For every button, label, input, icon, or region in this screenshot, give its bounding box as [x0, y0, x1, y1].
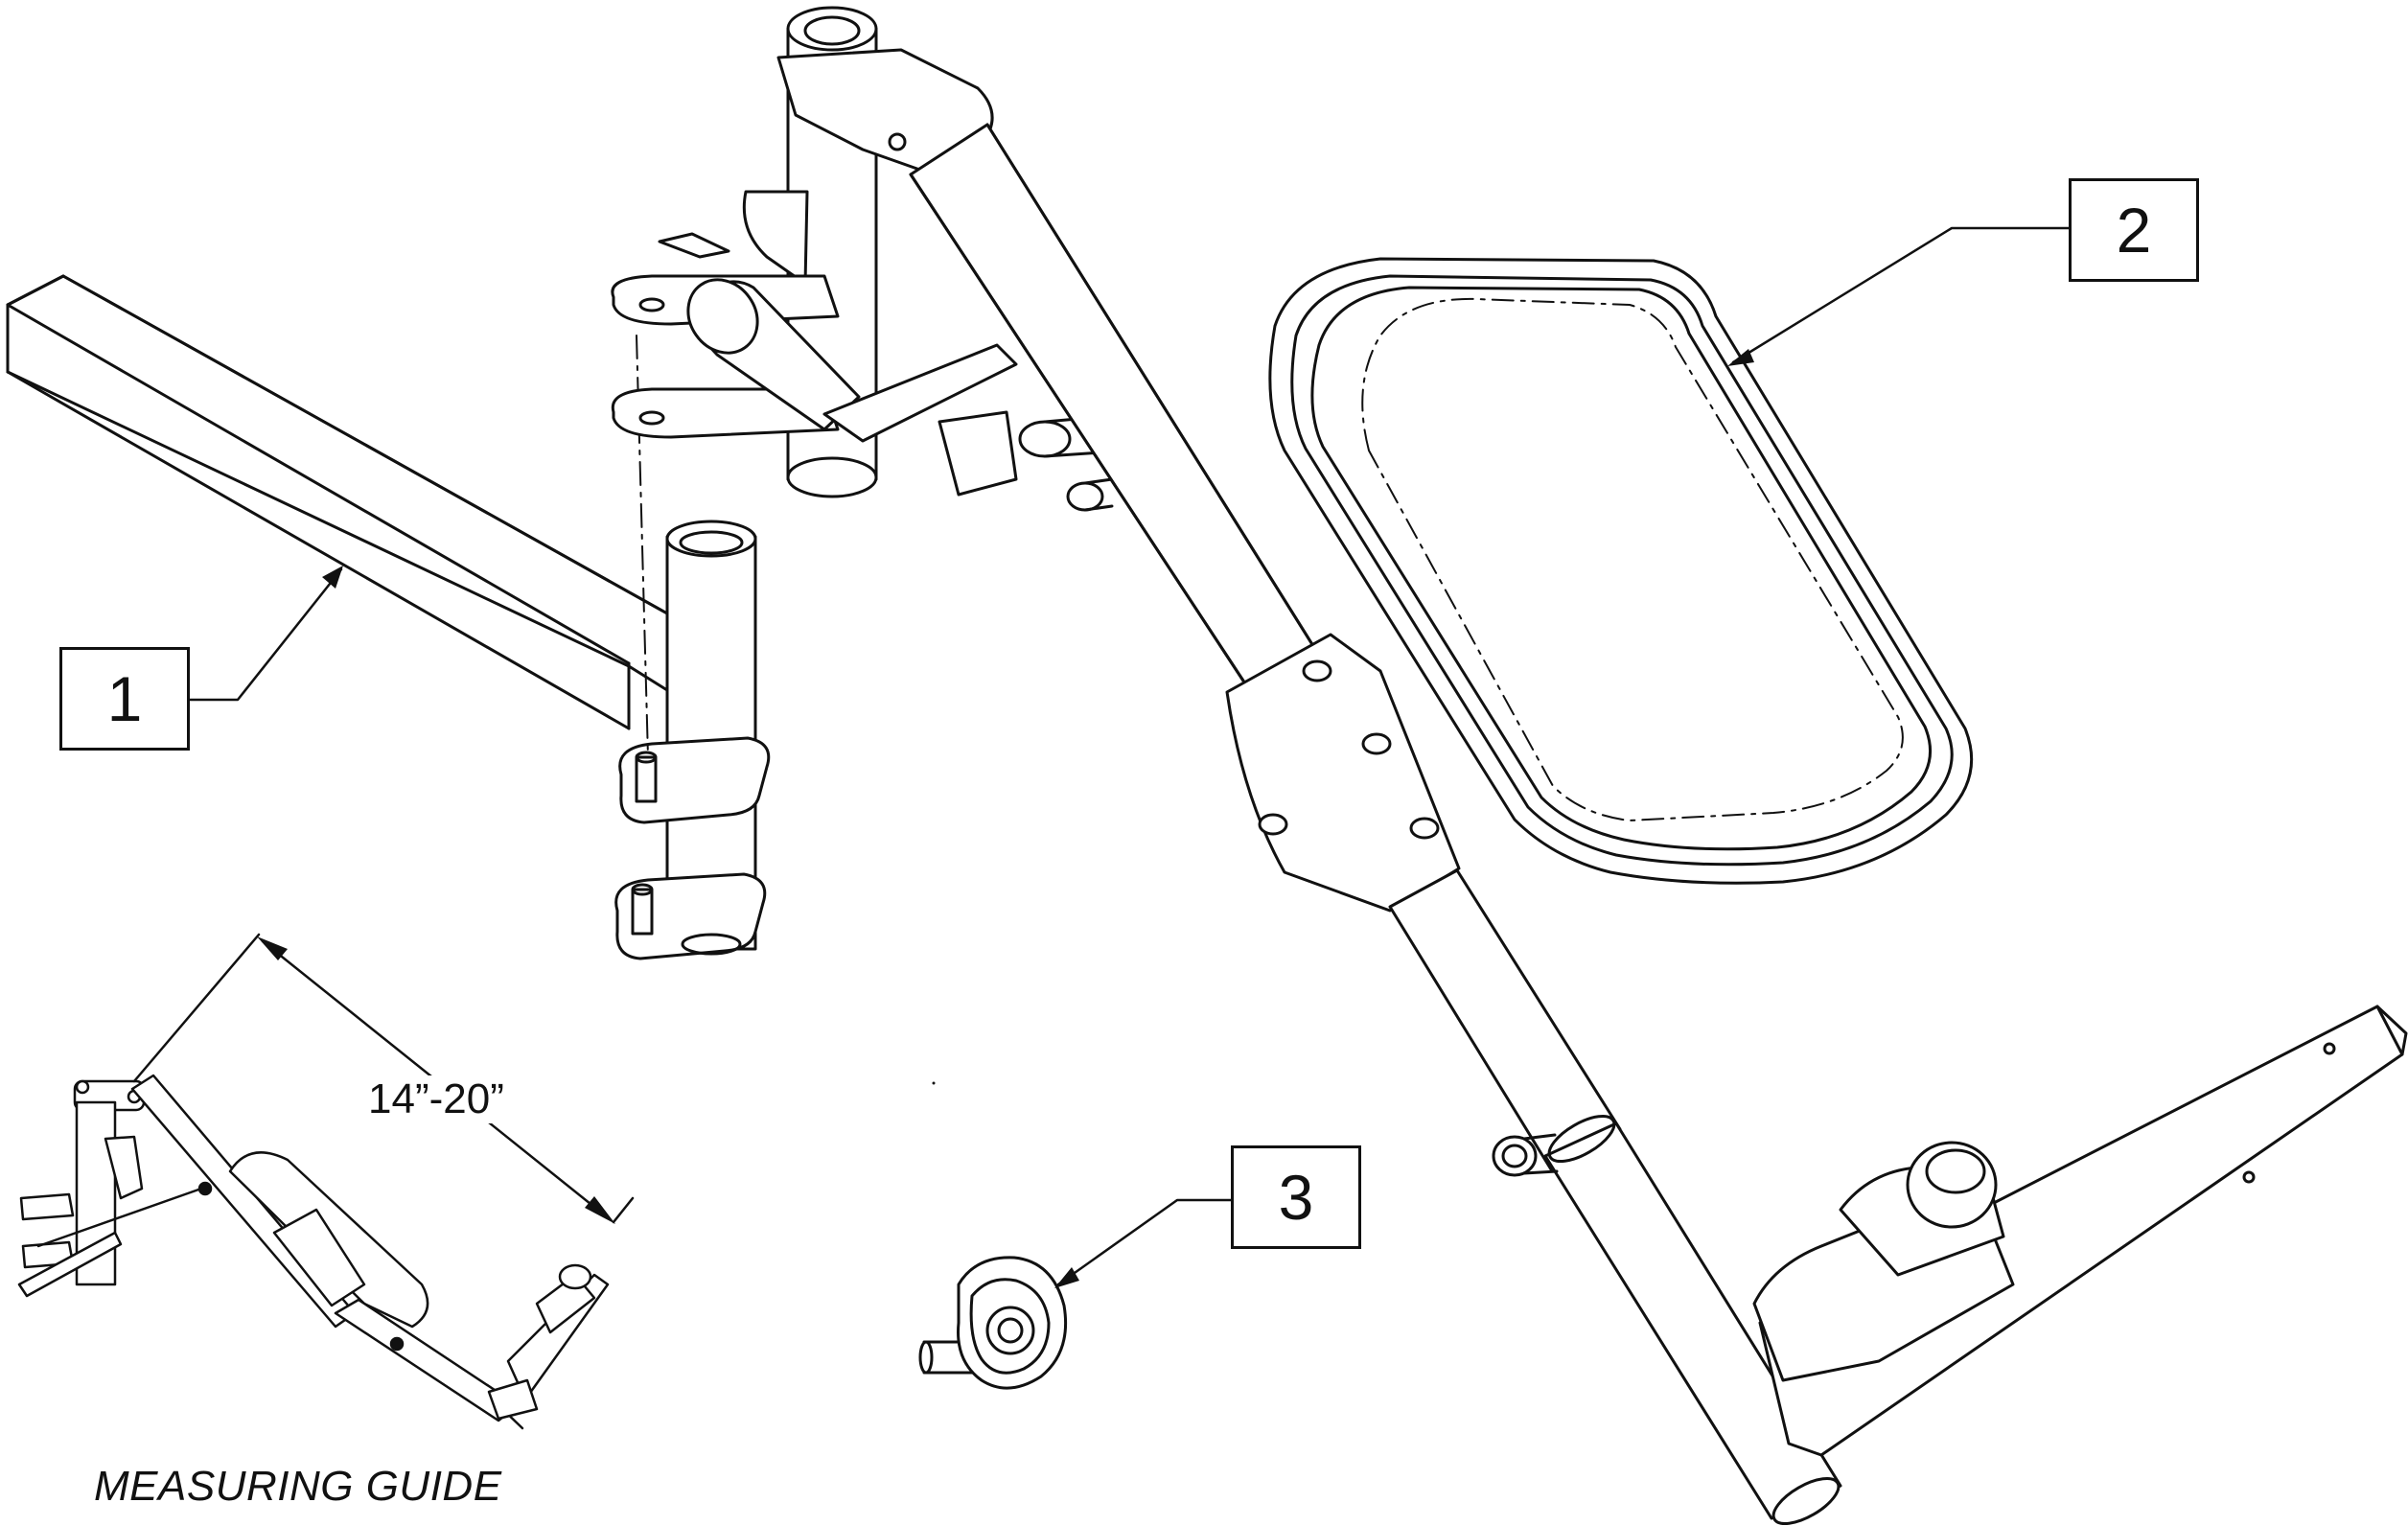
callout-1-leader [188, 567, 343, 702]
callout-3-number: 3 [1278, 1162, 1314, 1233]
measuring-guide-caption: MEASURING GUIDE [94, 1463, 502, 1510]
hanger-mount-assembly [6, 274, 771, 960]
callout-2: 2 [2069, 178, 2199, 282]
locking-knob [918, 1256, 1068, 1390]
footplate [1752, 1005, 2408, 1457]
callout-3: 3 [1231, 1145, 1361, 1249]
callout-1-number: 1 [106, 663, 143, 734]
upper-bracket-plate [618, 736, 771, 824]
measuring-guide-figure [17, 1074, 610, 1430]
lower-tube-assembly [1225, 633, 1842, 1526]
lower-bracket-plate [614, 872, 767, 960]
alignment-line [636, 335, 649, 758]
square-tube-arm [6, 274, 669, 730]
diagonal-frame-tube [909, 123, 1325, 702]
callout-leaders [188, 226, 2071, 1288]
measuring-range-label: 14”-20” [364, 1075, 508, 1123]
callout-1: 1 [59, 647, 190, 751]
hanger-upper-assembly [611, 6, 1133, 512]
callout-2-leader [1731, 226, 2071, 364]
callout-3-leader [1056, 1198, 1233, 1286]
callout-2-number: 2 [2116, 195, 2152, 266]
calf-pad [1268, 257, 1974, 885]
